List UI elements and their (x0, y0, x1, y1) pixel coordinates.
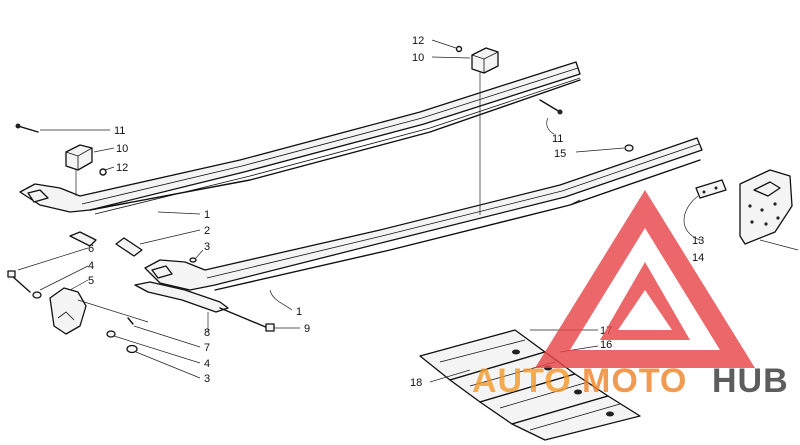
callout-9: 9 (304, 323, 310, 335)
callout-1-upper: 1 (204, 209, 210, 221)
rivet-7 (127, 317, 134, 325)
watermark-triangle-outer (535, 190, 755, 368)
callout-11-right: 11 (552, 133, 563, 145)
callout-11-left: 11 (114, 125, 125, 137)
spacer-block-left (65, 144, 93, 171)
callout-18: 18 (410, 377, 422, 389)
bumper-5 (49, 287, 87, 335)
spacer-block-right (471, 47, 499, 74)
watermark-hub: HUB (712, 362, 789, 400)
watermark-moto: MOTO (582, 362, 687, 400)
nut-12a (99, 168, 107, 176)
callout-6: 6 (88, 243, 94, 255)
callout-1-lower: 1 (296, 306, 302, 318)
callout-3-lower: 3 (204, 373, 210, 385)
callout-10-left: 10 (116, 143, 128, 155)
callout-10-right: 10 (412, 52, 424, 64)
callout-5: 5 (88, 275, 94, 287)
watermark-auto: AUTO (472, 362, 572, 400)
bolt-right (539, 99, 563, 115)
callout-12-right: 12 (412, 35, 424, 47)
roller-2b (69, 231, 97, 247)
callout-15: 15 (554, 148, 566, 160)
callout-2: 2 (204, 225, 210, 237)
slide-rail-left (19, 61, 581, 215)
watermark-triangle-inner (600, 262, 690, 340)
mount-plate (739, 169, 793, 245)
callout-12-left: 12 (116, 162, 128, 174)
slide-rail-right (144, 137, 703, 291)
bolt-6 (7, 270, 31, 293)
callout-16: 16 (600, 339, 612, 351)
bolt-left (15, 123, 39, 133)
callout-13: 13 (692, 235, 704, 247)
callout-4-upper: 4 (88, 260, 94, 272)
washer-4b (106, 330, 116, 338)
washer-4a (32, 291, 42, 299)
mount-bracket (695, 179, 727, 199)
callout-4-lower: 4 (204, 358, 210, 370)
callout-3-upper: 3 (204, 241, 210, 253)
bolt-9 (219, 307, 275, 332)
washer-3a (189, 257, 197, 263)
nut-3b (126, 344, 138, 354)
callout-14: 14 (692, 252, 704, 264)
callout-7: 7 (204, 342, 210, 354)
pin-15 (624, 144, 634, 152)
nut-12b (455, 45, 463, 53)
callout-8: 8 (204, 327, 210, 339)
wear-strip (134, 281, 229, 313)
roller-2 (115, 237, 143, 257)
automotohub-watermark: AUTO MOTO HUB (472, 190, 789, 400)
